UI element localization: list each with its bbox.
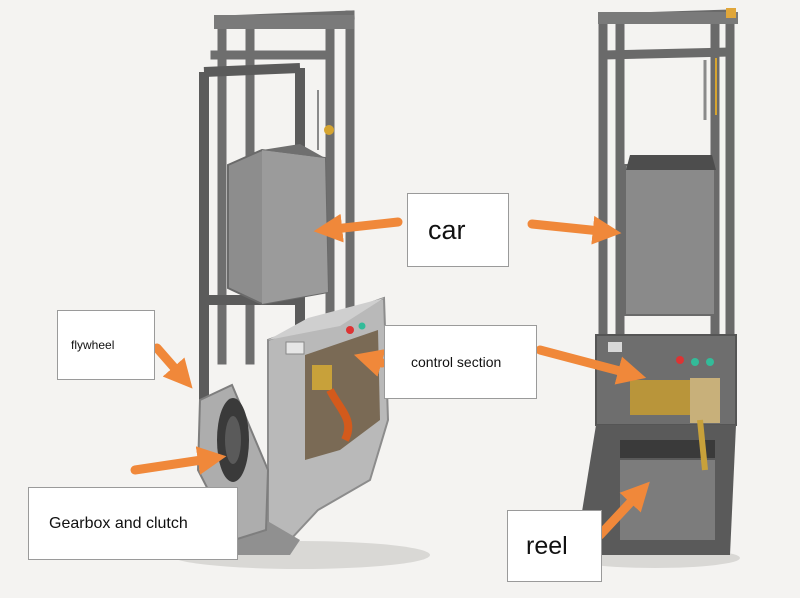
start-button-icon [706, 358, 714, 366]
label-flywheel: flywheel [57, 310, 155, 380]
cable-coil-icon [326, 388, 353, 442]
left-car [227, 144, 330, 306]
label-gearbox-and-clutch-text: Gearbox and clutch [49, 514, 188, 532]
arrow-gearbox [130, 446, 227, 475]
label-flywheel-text: flywheel [71, 338, 115, 352]
label-car: car [407, 193, 509, 267]
arrow-flywheel [152, 343, 193, 389]
arrow-reel [595, 481, 650, 540]
start-button-icon [358, 322, 366, 330]
label-control-section: control section [384, 325, 537, 399]
hook-icon [324, 125, 334, 135]
label-car-text: car [428, 214, 466, 245]
label-reel: reel [507, 510, 602, 582]
arrow-car-left [313, 213, 403, 243]
arrow-control-right [535, 345, 647, 385]
arrow-control-left [353, 349, 387, 377]
arrow-car-right [527, 215, 622, 245]
left-control-cabinet [267, 296, 390, 542]
right-car [624, 155, 716, 316]
left-lift-unit [170, 10, 430, 569]
reel-drum-icon [620, 440, 715, 458]
start-button-icon [691, 358, 699, 366]
top-bracket-icon [726, 8, 736, 18]
label-reel-text: reel [526, 531, 568, 560]
right-control-cabinet [595, 334, 737, 426]
label-control-section-text: control section [411, 354, 502, 370]
label-gearbox-and-clutch: Gearbox and clutch [28, 487, 238, 560]
stop-button-icon [676, 356, 684, 364]
stop-button-icon [346, 326, 354, 334]
right-lift-unit [570, 8, 740, 568]
display-icon [608, 342, 622, 352]
callout-arrows [130, 213, 650, 540]
display-icon [285, 341, 305, 355]
